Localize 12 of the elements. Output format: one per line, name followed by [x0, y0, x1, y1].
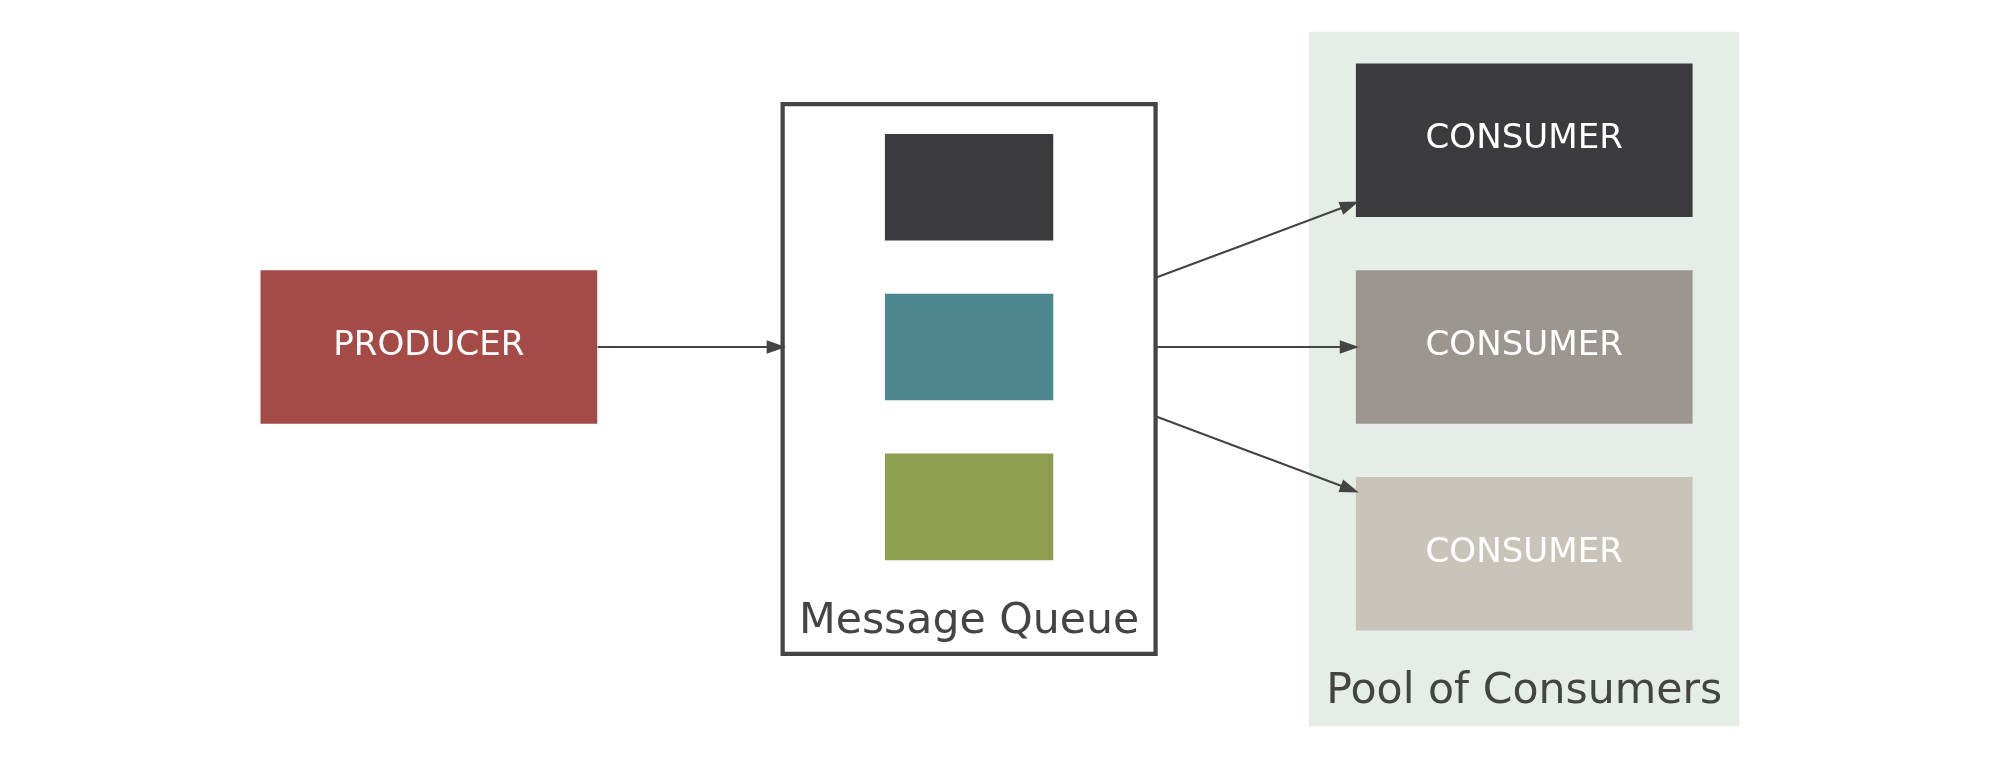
cluster: Message Queue [780, 101, 1158, 657]
node-envelope [884, 453, 1054, 561]
node-envelope [884, 293, 1054, 401]
node-box: CONSUMER [1355, 477, 1693, 631]
arrow [1155, 340, 1359, 354]
node-box: CONSUMER [1355, 63, 1693, 218]
arrow [597, 340, 786, 354]
node-box: CONSUMER [1355, 270, 1693, 424]
node-box: PRODUCER [260, 270, 598, 424]
node-envelope [884, 133, 1054, 241]
arrow [1155, 201, 1359, 279]
arrow [1155, 415, 1359, 493]
